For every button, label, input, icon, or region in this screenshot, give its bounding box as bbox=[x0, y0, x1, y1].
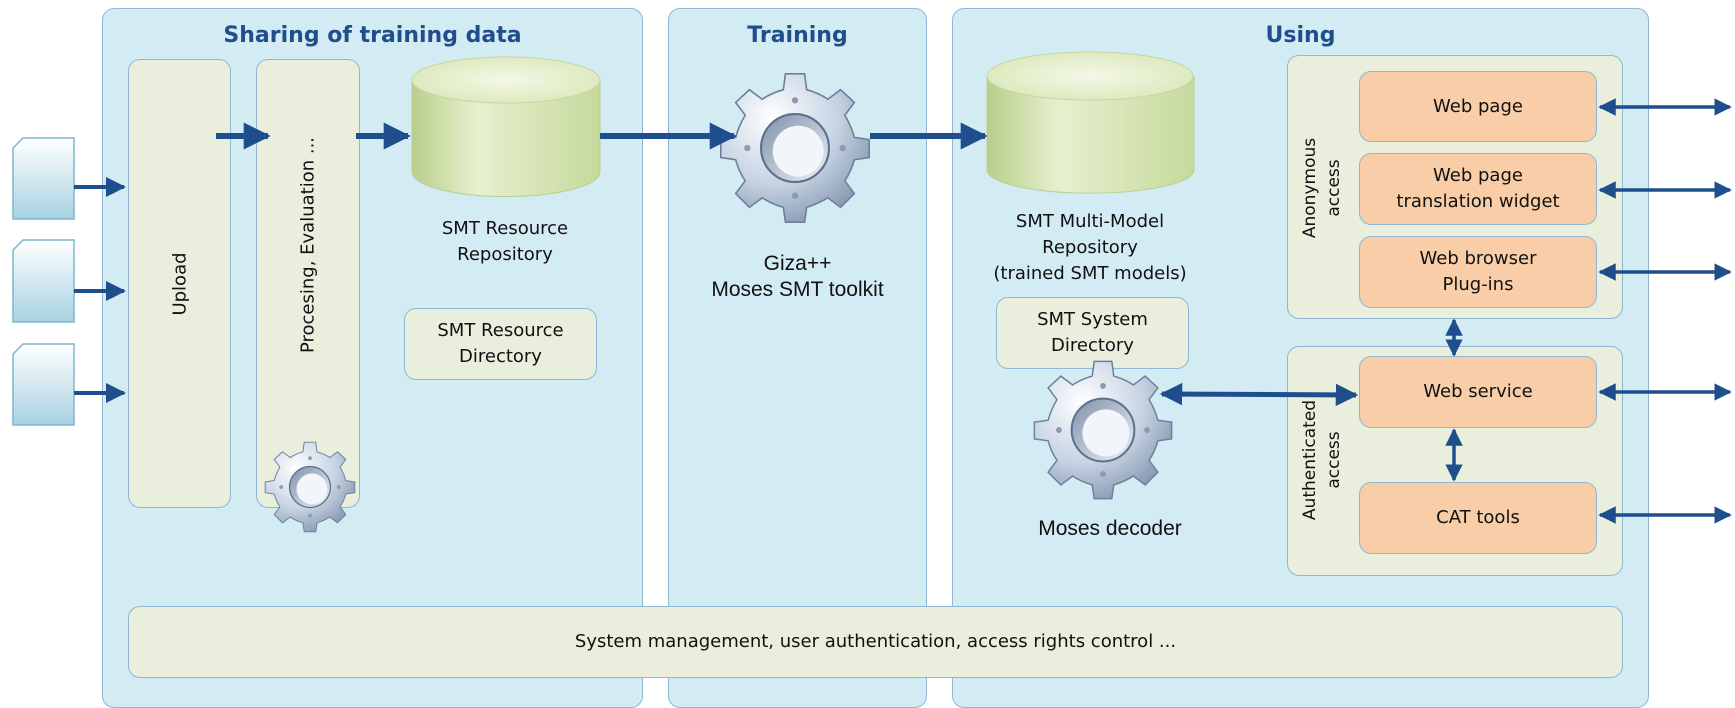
sharing-panel-title: Sharing of training data bbox=[223, 23, 522, 48]
multi-model-repository-cylinder bbox=[986, 51, 1195, 194]
input-document-1 bbox=[12, 137, 75, 220]
cat-tools-label: CAT tools bbox=[1436, 507, 1520, 528]
system-management-label: System management, user authentication, … bbox=[574, 631, 1177, 652]
training-gear-icon bbox=[719, 72, 871, 224]
system-directory-label: SMT System Directory bbox=[1037, 309, 1148, 356]
resource-repository-label: SMT Resource Repository bbox=[441, 218, 569, 265]
training-panel-title: Training bbox=[747, 23, 848, 48]
resource-directory-label: SMT Resource Directory bbox=[437, 320, 564, 367]
processing-gear-icon bbox=[264, 441, 356, 533]
decoder-gear-icon bbox=[1033, 360, 1173, 500]
system-directory-box: SMT System Directory bbox=[996, 297, 1189, 369]
system-management-bar: System management, user authentication, … bbox=[128, 606, 1623, 678]
cat-tools-box: CAT tools bbox=[1359, 482, 1597, 554]
browser-plugins-label: Web browser Plug-ins bbox=[1419, 248, 1537, 295]
multi-model-repository-label: SMT Multi-Model Repository (trained SMT … bbox=[993, 211, 1187, 284]
translation-widget-label: Web page translation widget bbox=[1396, 165, 1560, 212]
resource-directory-box: SMT Resource Directory bbox=[404, 308, 597, 380]
upload-box: Upload bbox=[128, 59, 231, 508]
web-page-label: Web page bbox=[1433, 95, 1523, 117]
translation-widget-box: Web page translation widget bbox=[1359, 153, 1597, 225]
browser-plugins-box: Web browser Plug-ins bbox=[1359, 236, 1597, 308]
moses-decoder-label: Moses decoder bbox=[1038, 517, 1182, 540]
web-service-label: Web service bbox=[1423, 381, 1533, 402]
processing-box: Procesing, Evaluation ... bbox=[256, 59, 360, 508]
resource-repository-cylinder bbox=[411, 56, 601, 198]
input-document-3 bbox=[12, 343, 75, 426]
input-document-2 bbox=[12, 239, 75, 323]
web-service-box: Web service bbox=[1359, 356, 1597, 428]
using-panel-title: Using bbox=[1265, 23, 1336, 48]
training-tool-label: Giza++ Moses SMT toolkit bbox=[711, 252, 884, 301]
web-page-box: Web page bbox=[1359, 71, 1597, 142]
